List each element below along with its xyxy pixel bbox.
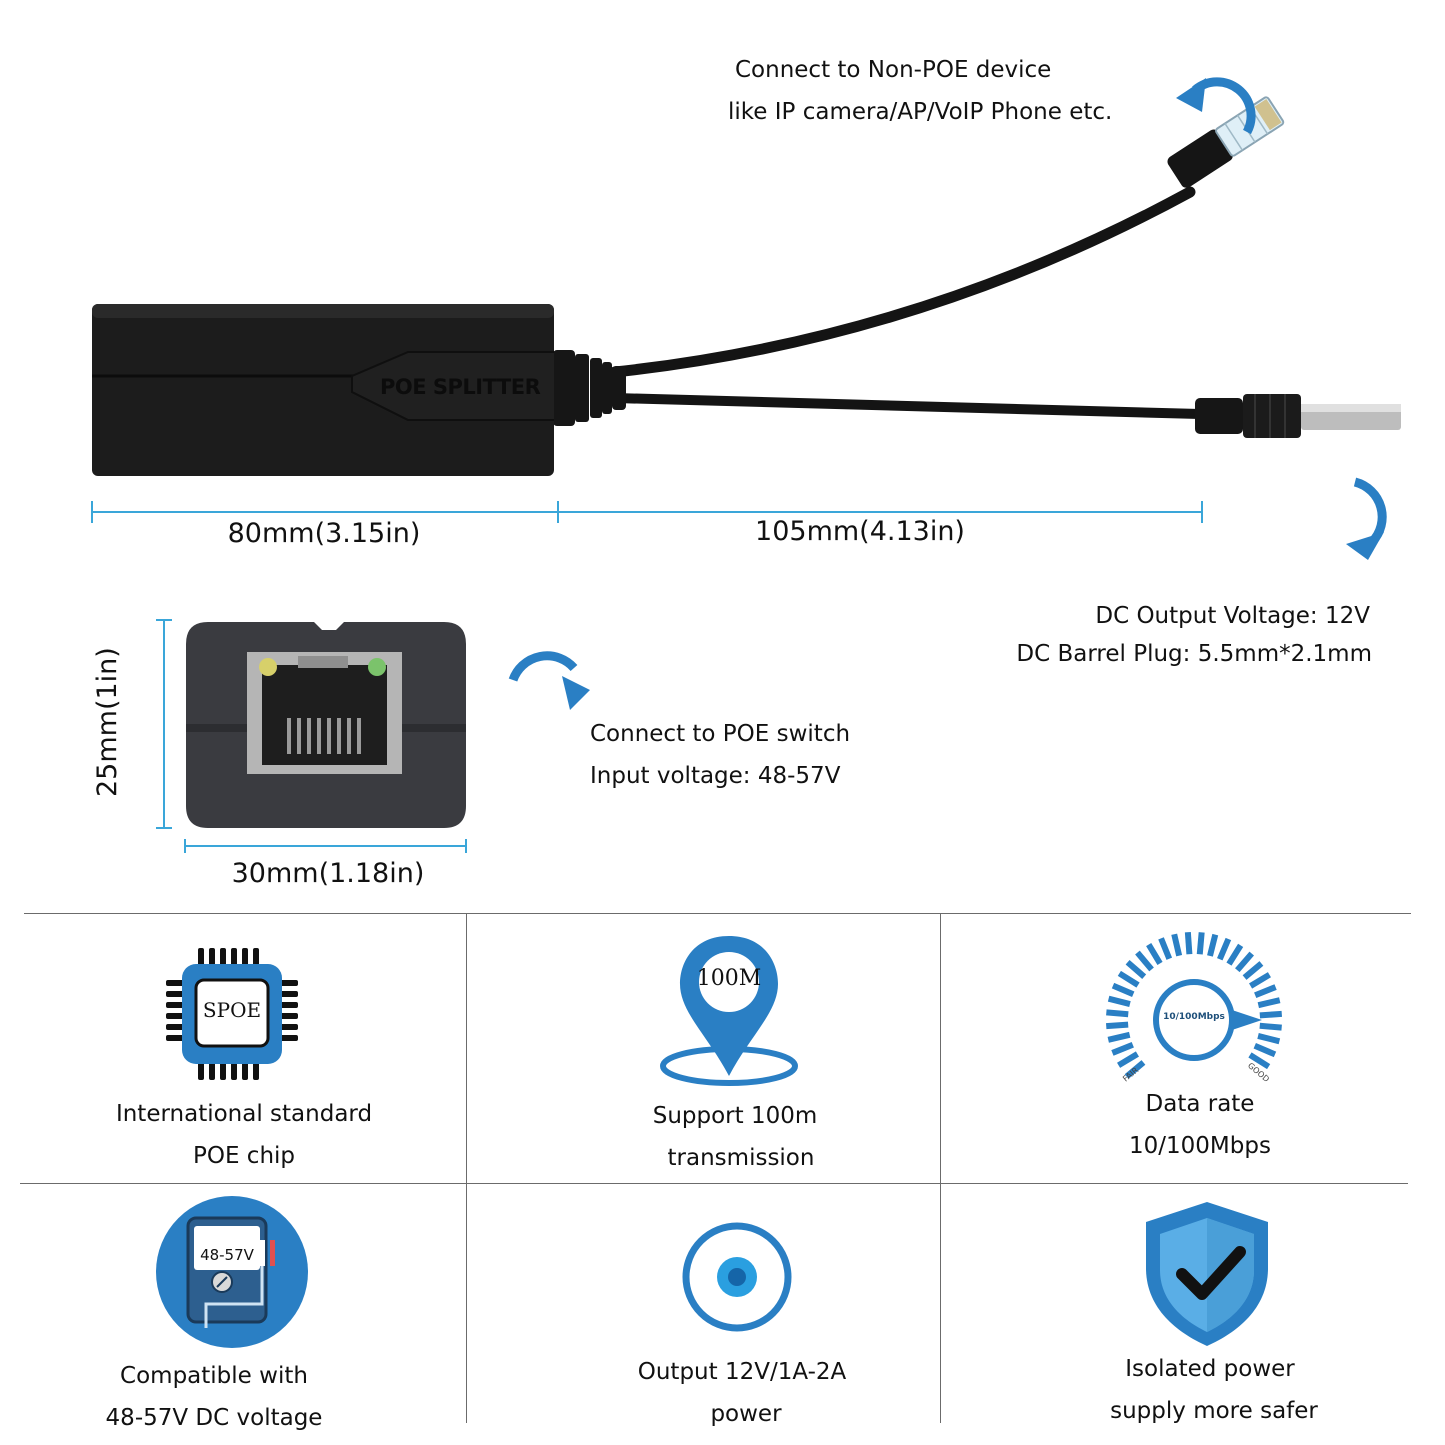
dim-cable-length: 105mm(4.13in): [755, 516, 965, 547]
gauge-tick: [1248, 1052, 1271, 1070]
gauge-tick: [1117, 1051, 1139, 1068]
gauge-tick: [1107, 1031, 1131, 1043]
dc-plug-label: DC Barrel Plug: 5.5mm*2.1mm: [1016, 641, 1372, 667]
feature-isolation-line1: Isolated power: [1125, 1356, 1295, 1382]
feature-distance-line2: transmission: [667, 1145, 815, 1171]
strain-relief: [553, 350, 626, 426]
rj45-label-line2: like IP camera/AP/VoIP Phone etc.: [728, 99, 1113, 125]
feature-voltage-line1: Compatible with: [120, 1363, 308, 1389]
gauge-tick: [1259, 1022, 1282, 1031]
splitter-label: POE SPLITTER: [380, 375, 541, 399]
grid-line-left: [466, 913, 467, 1423]
gauge-tick: [1249, 972, 1271, 989]
gauge-tick: [1124, 1060, 1146, 1079]
gauge-tick: [1146, 943, 1163, 965]
shield-check-icon: [1142, 1198, 1272, 1348]
gauge-tick: [1135, 950, 1154, 972]
dim-height: 25mm(1in): [92, 647, 123, 797]
gauge-tick: [1184, 932, 1193, 955]
dim-width: 30mm(1.18in): [231, 858, 425, 889]
gauge-tick: [1253, 1043, 1277, 1058]
gauge-tick: [1254, 984, 1277, 999]
chip-text: SPOE: [202, 998, 262, 1022]
gauge-tick: [1111, 982, 1135, 997]
arrow-up-icon: [1192, 77, 1256, 135]
chip-icon: SPOE: [164, 946, 300, 1082]
dim-body-length: 80mm(3.15in): [227, 518, 421, 549]
gauge-tick: [1107, 995, 1131, 1007]
power-target-icon: [682, 1222, 792, 1332]
voltmeter-icon: 48-57V: [156, 1196, 308, 1348]
gauge-tick: [1242, 961, 1264, 980]
poe-voltage-label: Input voltage: 48-57V: [590, 763, 841, 789]
feature-isolation-line2: supply more safer: [1110, 1398, 1318, 1424]
feature-voltage-line2: 48-57V DC voltage: [105, 1405, 323, 1431]
gauge-tick: [1257, 997, 1281, 1009]
feature-chip-line1: International standard: [115, 1101, 373, 1127]
gauge-tick: [1158, 937, 1173, 960]
feature-chip-line2: POE chip: [192, 1143, 296, 1169]
gauge-tick: [1117, 970, 1140, 988]
location-pin-icon: 100M: [656, 932, 802, 1090]
speedometer-icon: 10/100Mbps FAIR GOOD: [1100, 926, 1296, 1090]
gauge-tick: [1226, 943, 1244, 966]
gauge-tick: [1171, 933, 1183, 957]
gauge-center-text: 10/100Mbps: [1163, 1012, 1225, 1022]
grid-line-middle: [20, 1183, 1408, 1184]
grid-line-right: [940, 913, 941, 1423]
dc-voltage-label: DC Output Voltage: 12V: [1095, 603, 1370, 629]
voltmeter-text: 48-57V: [200, 1246, 254, 1264]
rj45-label-line1: Connect to Non-POE device: [735, 57, 1052, 83]
gauge-tick: [1106, 1009, 1129, 1018]
gauge-tick: [1125, 960, 1147, 979]
pin-text: 100M: [696, 966, 762, 991]
dc-barrel-plug: [1195, 394, 1401, 438]
poe-switch-label: Connect to POE switch: [590, 721, 851, 747]
arrow-to-port-icon: [508, 651, 578, 682]
gauge-tick: [1196, 932, 1205, 955]
gauge-tick: [1111, 1041, 1134, 1056]
gauge-tick: [1207, 933, 1219, 957]
gauge-tick: [1235, 951, 1254, 973]
gauge-tick: [1106, 1021, 1129, 1030]
feature-datarate-line1: Data rate: [1145, 1091, 1255, 1117]
splitter-illustration: [91, 77, 1401, 560]
grid-line-top: [24, 913, 1411, 914]
splitter-body: [92, 304, 554, 476]
length-dimension-lines: [91, 501, 1203, 523]
port-end-view: [156, 619, 590, 853]
gauge-tick: [1217, 937, 1232, 961]
feature-datarate-line2: 10/100Mbps: [1129, 1133, 1271, 1159]
feature-output-line2: power: [710, 1401, 782, 1427]
gauge-tick: [1259, 1010, 1282, 1019]
feature-distance-line1: Support 100m: [652, 1103, 818, 1129]
feature-output-line1: Output 12V/1A-2A: [637, 1359, 847, 1385]
gauge-tick: [1257, 1033, 1281, 1045]
